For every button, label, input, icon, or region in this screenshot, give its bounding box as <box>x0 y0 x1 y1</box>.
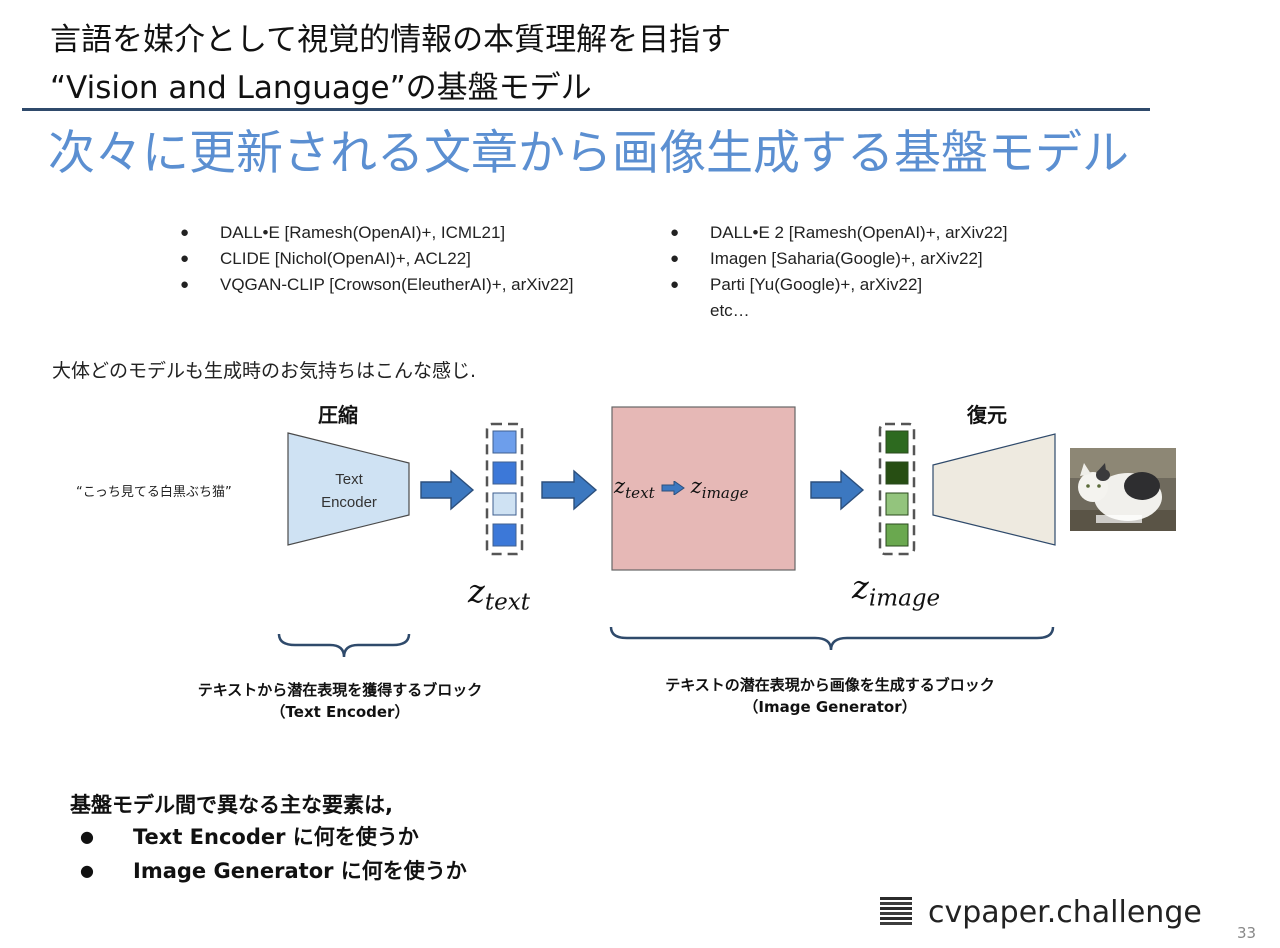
bullet-icon: ● <box>80 861 94 880</box>
text-latent-cell <box>492 430 517 454</box>
generator-block-caption: テキストの潜在表現から画像を生成するブロック （Image Generator） <box>610 674 1050 718</box>
intro-text: 大体どのモデルも生成時のお気持ちはこんな感じ. <box>52 360 477 382</box>
reference-text: DALL•E 2 [Ramesh(OpenAI)+, arXiv22] <box>710 223 1008 242</box>
z-image-label: zimage <box>852 568 941 612</box>
z-text-symbol: ztext <box>614 474 655 502</box>
summary-item: ● Image Generator に何を使うか <box>80 854 467 888</box>
bullet-icon: ● <box>180 276 190 293</box>
bullet-icon: ● <box>670 276 680 293</box>
slide-title: 次々に更新される文章から画像生成する基盤モデル <box>48 126 1129 181</box>
cat-photo <box>1070 448 1176 531</box>
brand: cvpaper.challenge <box>878 895 1202 931</box>
text-latent-cell <box>492 492 517 516</box>
header-divider <box>22 108 1150 111</box>
generator-block-brace <box>609 626 1055 651</box>
text-latent-cell <box>492 461 517 485</box>
generator-block-caption-sub: （Image Generator） <box>743 698 917 716</box>
encoder-block-brace <box>277 633 411 658</box>
reference-item: ● DALL•E [Ramesh(OpenAI)+, ICML21] <box>180 220 574 246</box>
generator-block-caption-main: テキストの潜在表現から画像を生成するブロック <box>665 676 995 694</box>
image-latent-cell <box>885 461 909 485</box>
reference-text: CLIDE [Nichol(OpenAI)+, ACL22] <box>220 249 471 268</box>
input-prompt-text: “こっち見てる白黒ぶち猫” <box>76 485 232 500</box>
text-latent-cell <box>492 523 517 547</box>
reference-list-right: ● DALL•E 2 [Ramesh(OpenAI)+, arXiv22] ● Im… <box>670 220 1007 324</box>
text-encoder-label: Text Encoder <box>290 468 408 514</box>
flow-arrow-3 <box>810 469 865 511</box>
page-number: 33 <box>1237 924 1257 942</box>
image-latent-cell <box>885 430 909 454</box>
reference-etc: etc… <box>670 298 1007 324</box>
encoder-block-caption: テキストから潜在表現を獲得するブロック （Text Encoder） <box>160 679 520 723</box>
reference-item: ● VQGAN-CLIP [Crowson(EleutherAI)+, arXiv… <box>180 272 574 298</box>
brand-name: cvpaper.challenge <box>928 895 1202 930</box>
encoder-block-caption-sub: （Text Encoder） <box>270 703 410 721</box>
summary-list: ● Text Encoder に何を使うか ● Image Generator に何… <box>80 820 467 888</box>
bullet-icon: ● <box>670 224 680 241</box>
reference-item: ● CLIDE [Nichol(OpenAI)+, ACL22] <box>180 246 574 272</box>
image-decoder-shape <box>932 433 1056 546</box>
header-line-1: 言語を媒介として視覚的情報の本質理解を目指す <box>50 22 732 58</box>
reference-item: ● Imagen [Saharia(Google)+, arXiv22] <box>670 246 1007 272</box>
reference-text: Imagen [Saharia(Google)+, arXiv22] <box>710 249 983 268</box>
bullet-icon: ● <box>180 224 190 241</box>
stack-logo-icon <box>880 897 912 925</box>
image-latent-cell <box>885 492 909 516</box>
text-encoder-label-line2: Encoder <box>321 494 377 511</box>
text-encoder-label-line1: Text <box>335 471 363 488</box>
encoder-block-caption-main: テキストから潜在表現を獲得するブロック <box>197 681 483 699</box>
reference-list-left: ● DALL•E [Ramesh(OpenAI)+, ICML21] ● CLIDE… <box>180 220 574 298</box>
flow-arrow-1 <box>420 469 475 511</box>
image-generator-box <box>611 406 796 571</box>
summary-item-text: Image Generator に何を使うか <box>133 859 467 883</box>
reference-text: VQGAN-CLIP [Crowson(EleutherAI)+, arXiv2… <box>220 275 574 294</box>
header-line-2: “Vision and Language”の基盤モデル <box>50 70 592 106</box>
bullet-icon: ● <box>180 250 190 267</box>
reference-item: ● DALL•E 2 [Ramesh(OpenAI)+, arXiv22] <box>670 220 1007 246</box>
compress-label: 圧縮 <box>318 403 358 427</box>
text-encoder-shape <box>287 432 410 546</box>
reference-etc-text: etc… <box>710 301 750 320</box>
flow-arrow-2 <box>541 469 598 511</box>
reference-text: DALL•E [Ramesh(OpenAI)+, ICML21] <box>220 223 506 242</box>
summary-item: ● Text Encoder に何を使うか <box>80 820 467 854</box>
reference-text: Parti [Yu(Google)+, arXiv22] <box>710 275 923 294</box>
z-image-symbol: zimage <box>690 474 749 502</box>
bullet-icon: ● <box>670 250 680 267</box>
summary-heading: 基盤モデル間で異なる主な要素は, <box>70 793 393 817</box>
summary-item-text: Text Encoder に何を使うか <box>133 825 419 849</box>
generator-formula: ztext zimage <box>614 474 794 502</box>
bullet-icon: ● <box>80 827 94 846</box>
right-arrow-icon <box>661 480 685 495</box>
restore-label: 復元 <box>967 403 1007 427</box>
z-text-label: ztext <box>468 572 530 616</box>
image-latent-cell <box>885 523 909 547</box>
reference-item: ● Parti [Yu(Google)+, arXiv22] <box>670 272 1007 298</box>
